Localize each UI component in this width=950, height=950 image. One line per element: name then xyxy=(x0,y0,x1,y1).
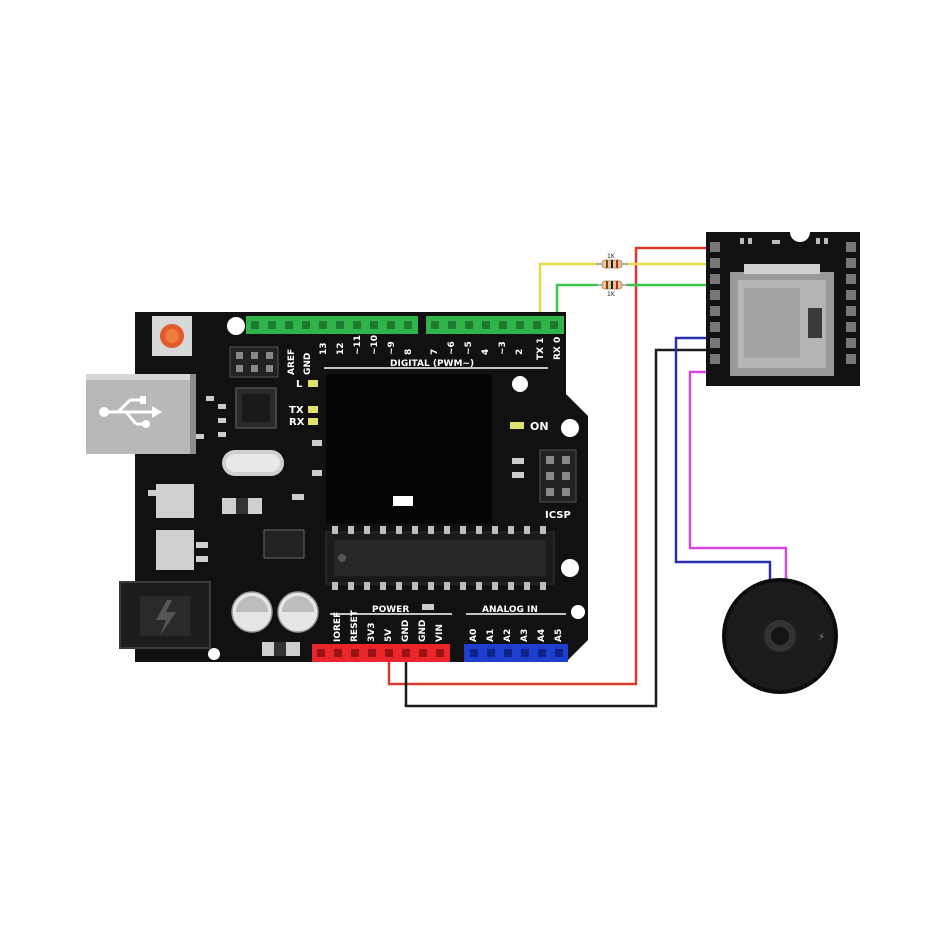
led-tx-label: TX xyxy=(289,405,304,416)
led-l xyxy=(308,380,318,387)
svg-text:A0: A0 xyxy=(469,629,479,642)
mount-hole xyxy=(208,648,220,660)
svg-text:A4: A4 xyxy=(537,629,547,642)
reset-button[interactable] xyxy=(152,316,192,356)
capacitor-2 xyxy=(277,591,319,633)
mount-hole xyxy=(227,317,245,335)
svg-text:~10: ~10 xyxy=(370,335,380,355)
atmega-chip xyxy=(325,526,555,590)
svg-text:7: 7 xyxy=(430,349,440,355)
digital-pin-labels-right: 7 ~6 ~5 4 ~3 2 TX 1 RX 0 xyxy=(430,337,563,360)
svg-text:VIN: VIN xyxy=(435,624,445,642)
arduino-board: AREF GND 13 12 ~11 ~10 ~9 8 7 ~6 ~5 4 ~3… xyxy=(86,312,588,662)
usb-chip xyxy=(235,387,277,429)
mount-hole xyxy=(561,419,579,437)
sd-card-slot xyxy=(730,264,834,376)
resistor-2-label: 1K xyxy=(607,291,616,298)
resistor-1: 1K xyxy=(596,253,628,269)
digital-section-label: DIGITAL (PWM~) xyxy=(390,359,474,369)
analog-pin-labels: A0 A1 A2 A3 A4 A5 xyxy=(469,629,564,642)
led-rx-label: RX xyxy=(289,417,305,428)
op-amp-chip xyxy=(263,529,305,559)
power-pin-labels: IOREF RESET 3V3 5V GND GND VIN xyxy=(333,609,445,642)
svg-text:~9: ~9 xyxy=(387,341,397,355)
usb-icon xyxy=(104,398,152,426)
svg-text:~5: ~5 xyxy=(464,341,474,355)
digital-header-right[interactable] xyxy=(426,316,564,334)
svg-text:3V3: 3V3 xyxy=(367,623,377,643)
voltage-regulator-2 xyxy=(156,530,194,570)
icsp-header xyxy=(539,449,577,503)
aref-label: AREF xyxy=(287,349,297,375)
usb-connector xyxy=(86,374,196,454)
crystal-oscillator xyxy=(222,450,284,476)
svg-text:A5: A5 xyxy=(554,629,564,642)
analog-header[interactable] xyxy=(464,644,568,662)
svg-text:GND: GND xyxy=(418,620,428,642)
led-on-label: ON xyxy=(530,420,549,433)
module-right-pins xyxy=(846,242,856,364)
icsp-usb-header xyxy=(229,346,279,378)
mount-hole xyxy=(571,605,585,619)
svg-text:5V: 5V xyxy=(384,629,394,642)
speaker: ⚡ xyxy=(722,578,838,694)
digital-pin-labels-left: 13 12 ~11 ~10 ~9 8 xyxy=(319,335,414,355)
wires xyxy=(387,246,788,708)
analog-section-label: ANALOG IN xyxy=(482,605,538,615)
led-on xyxy=(510,422,524,429)
svg-text:TX 1: TX 1 xyxy=(536,338,546,360)
mount-hole xyxy=(561,559,579,577)
svg-text:RESET: RESET xyxy=(350,609,360,642)
wire-5v-red xyxy=(387,246,710,686)
power-section-label: POWER xyxy=(372,605,409,615)
icsp-label: ICSP xyxy=(545,510,571,521)
power-header[interactable] xyxy=(312,644,450,662)
lightning-icon xyxy=(156,600,176,636)
mp3-module xyxy=(706,232,860,386)
dc-power-jack xyxy=(119,581,211,649)
resistor-1-label: 1K xyxy=(607,253,616,260)
svg-text:4: 4 xyxy=(481,349,491,355)
svg-text:~3: ~3 xyxy=(498,341,508,355)
wire-tx-yellow xyxy=(538,262,598,318)
led-rx xyxy=(308,418,318,425)
led-tx xyxy=(308,406,318,413)
svg-text:2: 2 xyxy=(515,349,525,355)
svg-text:8: 8 xyxy=(404,349,414,355)
gnd-label: GND xyxy=(303,353,313,375)
module-left-pins xyxy=(710,242,720,364)
svg-text:A2: A2 xyxy=(503,629,513,642)
svg-text:~11: ~11 xyxy=(353,335,363,355)
voltage-regulator xyxy=(156,484,194,518)
svg-text:IOREF: IOREF xyxy=(333,612,343,642)
svg-text:GND: GND xyxy=(401,620,411,642)
wire-rx-green xyxy=(555,283,598,318)
svg-text:RX 0: RX 0 xyxy=(553,337,563,360)
resistor-2: 1K xyxy=(596,280,628,298)
svg-text:~6: ~6 xyxy=(447,341,457,355)
wire-spk-blue xyxy=(674,336,772,592)
led-l-label: L xyxy=(296,379,303,390)
speaker-mark: ⚡ xyxy=(818,632,825,643)
wire-gnd-black xyxy=(404,348,710,708)
smd-part xyxy=(393,496,413,506)
svg-text:A1: A1 xyxy=(486,629,496,642)
svg-text:13: 13 xyxy=(319,342,329,355)
mount-hole xyxy=(512,376,528,392)
svg-text:A3: A3 xyxy=(520,629,530,642)
wire-spk-magenta xyxy=(688,370,788,592)
svg-text:12: 12 xyxy=(336,342,346,355)
capacitor-1 xyxy=(231,591,273,633)
digital-header-left[interactable] xyxy=(246,316,418,334)
